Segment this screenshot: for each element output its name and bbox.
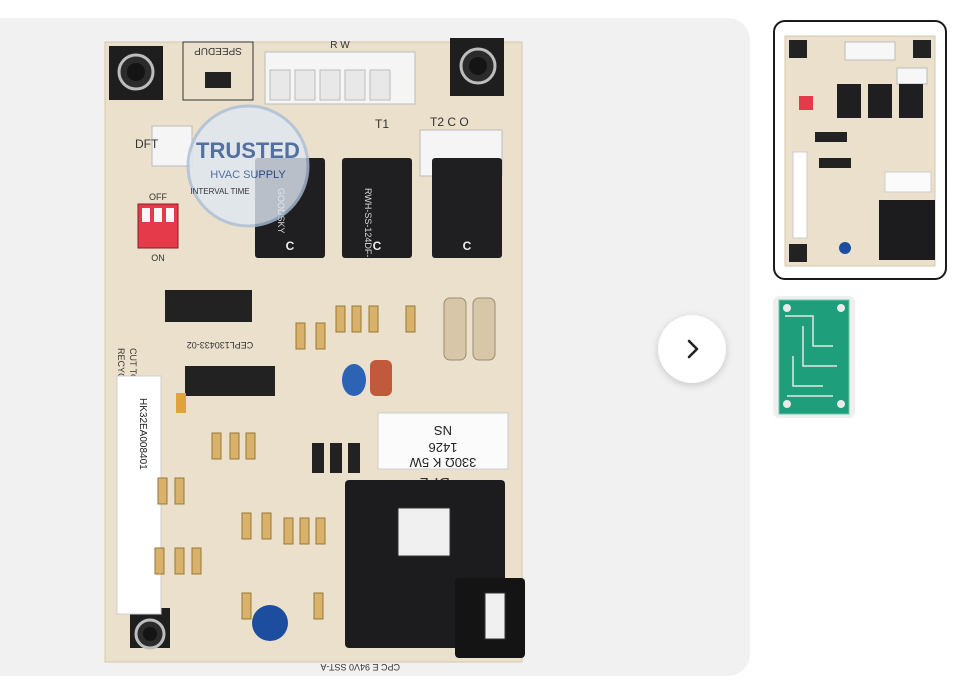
thumbnail-back-image bbox=[778, 299, 850, 415]
svg-text:C: C bbox=[286, 239, 295, 253]
relay-3: C bbox=[432, 158, 502, 258]
main-image-viewer: SPEEDUP R W T1 T2 C O DFT C C C GOODSKY bbox=[0, 18, 750, 676]
resistor-array bbox=[154, 305, 416, 620]
cepl-label: CEPL130433-02 bbox=[187, 340, 254, 350]
thumbnail-front-image bbox=[784, 35, 936, 267]
svg-text:HVAC SUPPLY: HVAC SUPPLY bbox=[210, 169, 286, 181]
bottom-label: CPC E 94V0 SST-A bbox=[320, 662, 400, 672]
dip-on-label: ON bbox=[151, 253, 165, 263]
relay-2: C bbox=[342, 158, 412, 258]
svg-text:C: C bbox=[373, 239, 382, 253]
serial-label: HK32EA008401 bbox=[137, 398, 148, 470]
svg-text:TRUSTED: TRUSTED bbox=[196, 138, 300, 163]
trusted-hvac-watermark: TRUSTED HVAC SUPPLY bbox=[186, 104, 310, 228]
dft-label: DFT bbox=[135, 137, 159, 151]
next-image-button[interactable] bbox=[658, 315, 726, 383]
interval-time-label: INTERVAL TIME bbox=[190, 187, 249, 196]
speedup-label: SPEEDUP bbox=[194, 45, 242, 56]
svg-text:1426: 1426 bbox=[429, 440, 458, 455]
svg-text:C: C bbox=[463, 239, 472, 253]
chevron-right-icon bbox=[687, 339, 699, 359]
relay-model: RWH-SS-124DF-U bbox=[363, 188, 373, 264]
power-resistor: NS 1426 330Ω K 5W bbox=[377, 412, 509, 470]
terminal-labels: R W bbox=[330, 40, 350, 51]
t2-label: T2 C O bbox=[430, 115, 469, 129]
thumbnail-back[interactable] bbox=[773, 296, 855, 418]
main-relay bbox=[345, 480, 525, 658]
thumbnail-front[interactable] bbox=[773, 20, 947, 280]
svg-text:NS: NS bbox=[434, 423, 452, 438]
control-board-photo: SPEEDUP R W T1 T2 C O DFT C C C GOODSKY bbox=[104, 38, 525, 672]
t1-label: T1 bbox=[375, 117, 389, 131]
dip-off-label: OFF bbox=[149, 192, 167, 202]
svg-text:330Ω K 5W: 330Ω K 5W bbox=[409, 455, 477, 470]
